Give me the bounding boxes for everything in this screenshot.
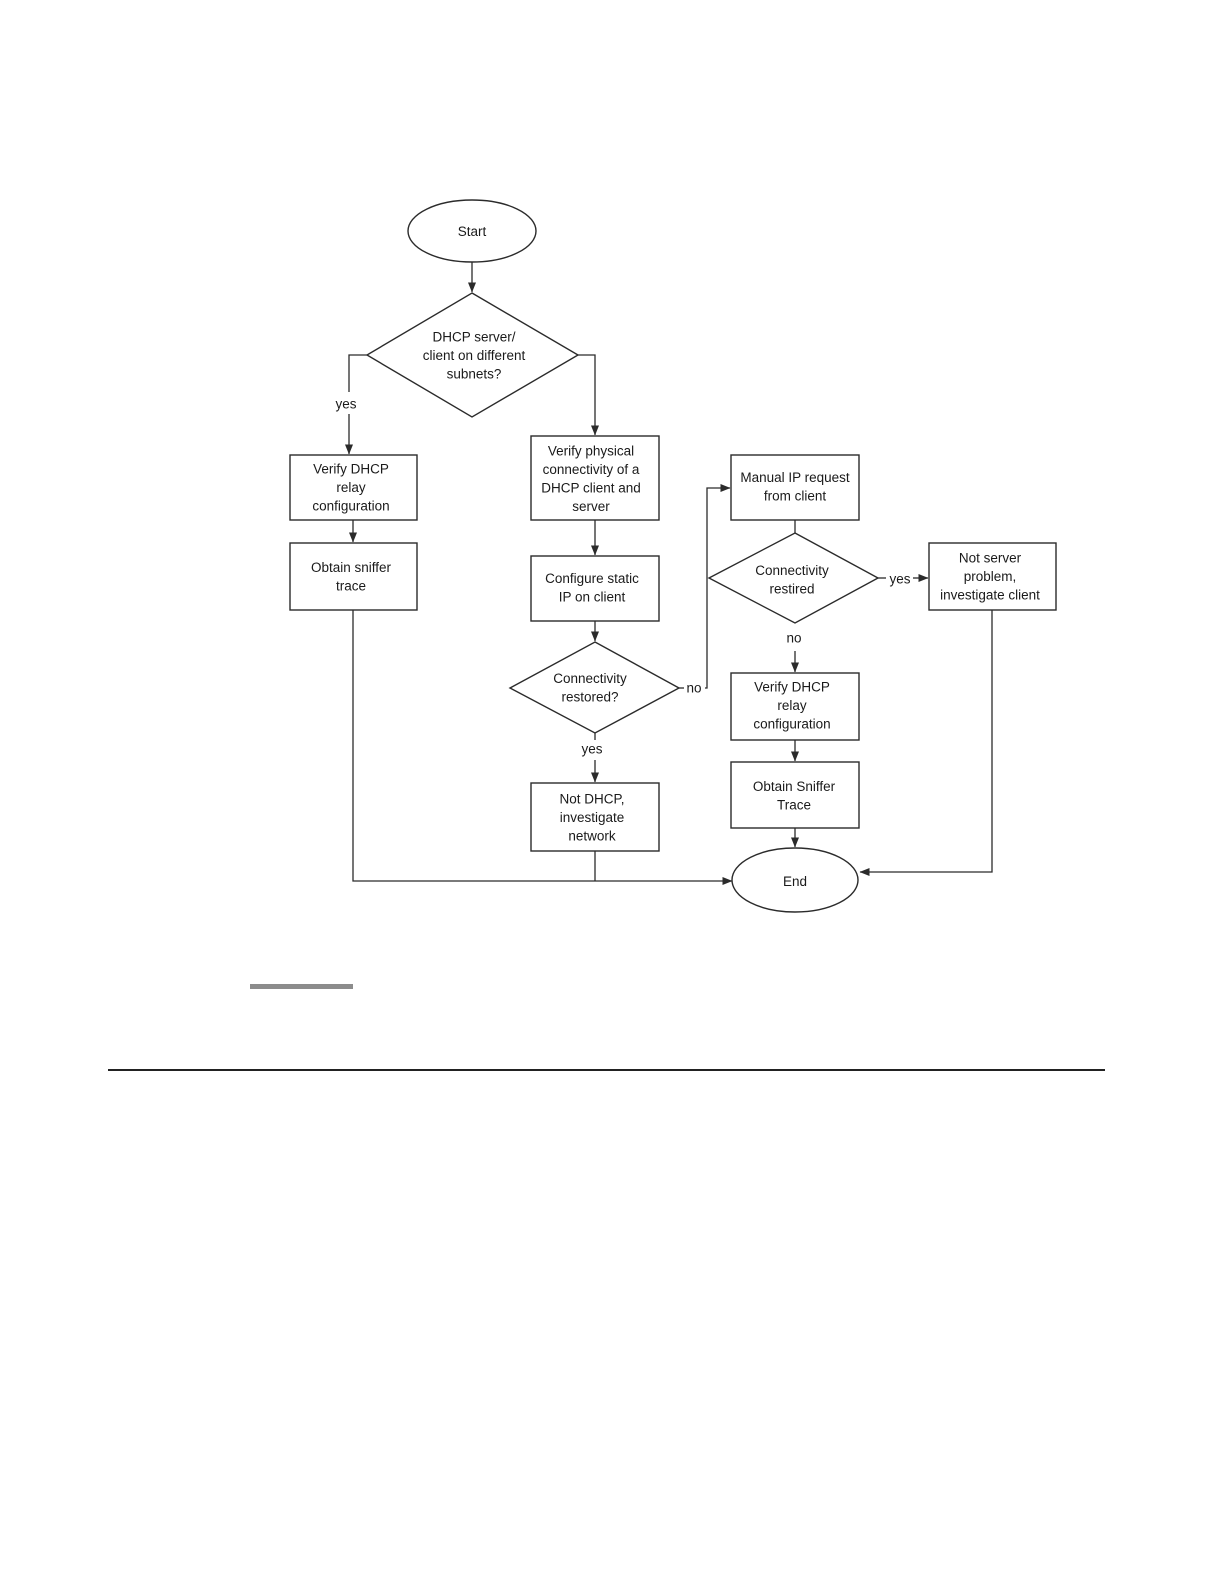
connector-decision-yes-to-verify-relay	[348, 354, 367, 392]
process-verify-physical: Verify physical connectivity of a DHCP cli…	[530, 435, 660, 521]
decision-connectivity-restored: Connectivity restored?	[508, 641, 681, 734]
process-verify-relay-left: Verify DHCP relay configuration	[289, 454, 418, 521]
node-label-line: trace	[336, 578, 366, 593]
node-label-line: Obtain Sniffer	[753, 778, 836, 793]
node-label-line: from client	[764, 488, 827, 503]
node-label-line: Configure static	[545, 570, 639, 585]
decision-different-subnets-text: DHCP server/client on different subnets?	[423, 329, 526, 381]
node-label-line: Connectivity	[553, 670, 627, 685]
node-label-line: Not server	[959, 550, 1022, 565]
decision-connectivity-restired: Connectivity restired	[707, 532, 880, 624]
node-label-line: Not DHCP,	[559, 791, 624, 806]
connector-obtain-sniffer-to-end	[352, 610, 733, 885]
process-manual-ip-text: Manual IP request from client	[740, 469, 850, 503]
caption-divider	[250, 984, 353, 989]
node-label-line: Verify physical	[548, 443, 634, 458]
decision-different-subnets: DHCP server/client on different subnets?	[365, 292, 580, 418]
node-end: End	[731, 847, 859, 913]
node-end-text: End	[783, 874, 807, 889]
node-label-line: Obtain sniffer	[311, 559, 392, 574]
node-label-line: restored?	[561, 689, 618, 704]
connector-decision-no-to-verify-physical	[578, 354, 599, 436]
node-label-line: DHCP client and	[541, 480, 641, 495]
process-obtain-sniffer-left-text: Obtain sniffer trace	[311, 559, 392, 593]
node-label-line: Verify DHCP	[313, 461, 389, 476]
node-label-line: Trace	[777, 797, 811, 812]
node-label-line: network	[568, 828, 616, 843]
process-manual-ip: Manual IP request from client	[730, 454, 860, 521]
node-label-line: problem,	[964, 569, 1017, 584]
node-label-line: IP on client	[559, 589, 626, 604]
process-not-dhcp-text: Not DHCP, investigate network	[559, 791, 624, 843]
node-label-line: DHCP server/	[432, 329, 515, 344]
process-verify-relay-right-text: Verify DHCP relay configuration	[753, 679, 830, 731]
node-label-line: Verify DHCP	[754, 679, 830, 694]
node-label-line: relay	[336, 480, 366, 495]
decision-connectivity-restored-text: Connectivity restored?	[553, 670, 627, 704]
page-footer-rule	[108, 1069, 1105, 1071]
process-not-server: Not server problem, investigate client	[928, 542, 1057, 611]
process-verify-relay-left-text: Verify DHCP relay configuration	[312, 461, 389, 513]
node-label-line: Start	[458, 224, 487, 239]
node-label-line: relay	[777, 698, 807, 713]
node-label-line: client on different	[423, 348, 526, 363]
node-label-line: investigate client	[940, 587, 1040, 602]
edge-label-restored-no: no	[686, 681, 701, 696]
process-not-server-text: Not server problem, investigate client	[940, 550, 1040, 602]
process-verify-relay-right: Verify DHCP relay configuration	[730, 672, 860, 741]
node-label-line: configuration	[753, 716, 830, 731]
connector-not-server-to-end	[859, 610, 993, 876]
decision-connectivity-restired-text: Connectivity restired	[755, 562, 829, 596]
process-not-dhcp: Not DHCP, investigate network	[530, 782, 660, 852]
node-label-line: investigate	[560, 810, 625, 825]
node-start-text: Start	[458, 224, 487, 239]
node-label-line: Manual IP request	[740, 469, 850, 484]
node-label-line: Connectivity	[755, 562, 829, 577]
process-configure-static-text: Configure static IP on client	[545, 570, 639, 604]
node-label-line: server	[572, 498, 610, 513]
node-label-line: restired	[769, 581, 814, 596]
node-label-line: connectivity of a	[543, 461, 640, 476]
edge-label-subnets-yes: yes	[335, 397, 356, 412]
process-configure-static: Configure static IP on client	[530, 555, 660, 622]
process-verify-physical-text: Verify physical connectivity of a DHCP cli…	[541, 443, 641, 514]
node-label-line: subnets?	[447, 366, 502, 381]
node-start: Start	[407, 199, 537, 263]
edge-label-restired-yes: yes	[889, 572, 910, 587]
process-obtain-sniffer-left: Obtain sniffer trace	[289, 542, 418, 611]
edge-label-restored-yes: yes	[581, 742, 602, 757]
node-label-line: configuration	[312, 498, 389, 513]
flowchart-diagram: Start DHCP server/client on different sub…	[289, 199, 1057, 913]
connector-restored-no-to-manual-ip	[705, 484, 731, 689]
edge-label-restired-no: no	[786, 631, 801, 646]
node-label-line: End	[783, 874, 807, 889]
